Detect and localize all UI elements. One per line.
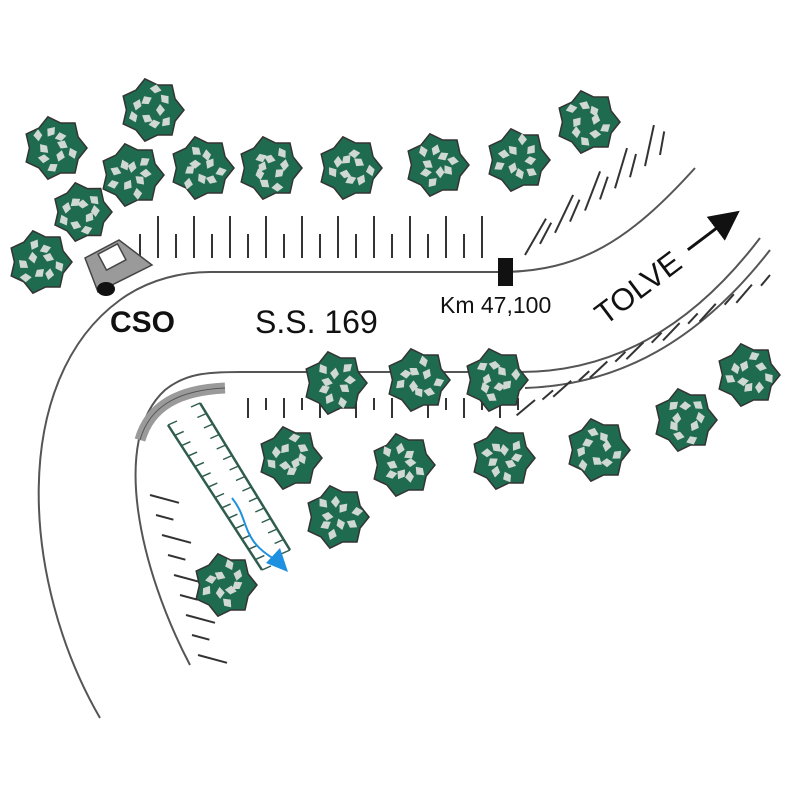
channel-tick bbox=[214, 492, 225, 499]
tree-canopy-icon bbox=[473, 425, 536, 491]
tree-canopy-icon bbox=[172, 135, 235, 201]
channel-tick bbox=[261, 517, 272, 524]
tree-canopy-icon bbox=[718, 342, 781, 408]
slope-tick bbox=[735, 283, 753, 304]
slope-tick bbox=[659, 131, 666, 156]
tree-canopy-icon bbox=[407, 132, 470, 198]
slope-tick bbox=[554, 194, 575, 234]
slope-tick bbox=[197, 654, 228, 664]
direction-indicator: TOLVE bbox=[588, 210, 740, 332]
tree-canopy-icon bbox=[54, 181, 113, 243]
channel-tick bbox=[235, 475, 246, 482]
tree-canopy-icon bbox=[240, 135, 303, 201]
slope-tick bbox=[552, 380, 572, 398]
slope-tick bbox=[179, 594, 198, 601]
channel-tick bbox=[181, 441, 191, 447]
slope-tick bbox=[614, 351, 627, 363]
tree-canopy-icon bbox=[260, 425, 323, 491]
channel-tick bbox=[207, 482, 218, 488]
channel-tick bbox=[248, 496, 259, 503]
channel-tick bbox=[229, 465, 239, 471]
tree-canopy-icon bbox=[305, 350, 368, 416]
slope-tick bbox=[155, 514, 174, 521]
slope-tick bbox=[191, 634, 210, 641]
channel-tick bbox=[274, 538, 284, 545]
tree-cluster bbox=[10, 77, 781, 618]
slope-tick bbox=[524, 218, 547, 256]
channel-tick bbox=[201, 472, 211, 478]
culvert-headwall-outline bbox=[139, 387, 226, 441]
tree-canopy-icon bbox=[568, 417, 631, 483]
slope-tick bbox=[599, 176, 609, 200]
channel-tick bbox=[194, 461, 205, 468]
channel-tick bbox=[280, 549, 291, 555]
tree-canopy-icon bbox=[122, 77, 185, 143]
road-lower-edge bbox=[134, 237, 761, 666]
channel-tick bbox=[254, 507, 265, 513]
tree-canopy-icon bbox=[373, 432, 436, 498]
slope-tick bbox=[167, 554, 186, 561]
slope-tick bbox=[723, 293, 735, 306]
channel-tick bbox=[190, 402, 201, 408]
site-label: CSO bbox=[110, 306, 175, 339]
tree-canopy-icon bbox=[488, 127, 551, 193]
tree-canopy-icon bbox=[466, 347, 529, 413]
tree-canopy-icon bbox=[320, 135, 383, 201]
tree-canopy-icon bbox=[195, 552, 258, 618]
channel-tick bbox=[197, 412, 207, 419]
slope-tick bbox=[662, 322, 681, 342]
slope-tick bbox=[185, 614, 216, 624]
channel-tick bbox=[222, 454, 233, 461]
channel-tick bbox=[254, 554, 265, 561]
channel-tick bbox=[209, 433, 220, 440]
slope-tick bbox=[629, 153, 637, 178]
road-lower-edge-inner bbox=[524, 249, 771, 389]
tree-canopy-icon bbox=[307, 484, 370, 550]
slope-tick bbox=[578, 370, 590, 382]
tree-canopy-icon bbox=[102, 142, 165, 208]
slope-tick bbox=[625, 341, 645, 360]
tree-canopy-icon bbox=[558, 89, 621, 155]
slope-tick bbox=[541, 389, 554, 401]
direction-label: TOLVE bbox=[588, 244, 688, 331]
slope-tick bbox=[650, 331, 663, 344]
channel-tick bbox=[242, 486, 252, 492]
water-flow-arrow-icon bbox=[231, 497, 288, 572]
road-label: S.S. 169 bbox=[255, 304, 378, 340]
slope-tick bbox=[614, 147, 628, 189]
tree-canopy-icon bbox=[25, 115, 88, 181]
slope-tick bbox=[515, 399, 536, 417]
channel-tick bbox=[228, 513, 238, 519]
channel-tick bbox=[261, 565, 272, 571]
slope-tick bbox=[644, 124, 655, 167]
arrow-right-icon bbox=[686, 210, 740, 252]
channel-tick bbox=[216, 444, 227, 450]
channel-tick bbox=[267, 528, 278, 534]
slope-tick bbox=[539, 222, 553, 245]
channel-tick bbox=[203, 423, 214, 429]
tree-canopy-icon bbox=[655, 387, 718, 453]
slope-tick bbox=[698, 303, 717, 323]
tree-canopy-icon bbox=[10, 229, 73, 295]
channel-tick bbox=[221, 503, 232, 509]
slope-tick bbox=[687, 312, 699, 325]
channel-tick bbox=[234, 523, 245, 530]
slope-tick bbox=[589, 360, 608, 379]
channel-tick bbox=[187, 451, 198, 457]
channel-tick bbox=[174, 430, 185, 437]
tree-canopy-icon bbox=[388, 347, 451, 413]
slope-tick bbox=[569, 199, 581, 223]
road-edges bbox=[37, 167, 771, 719]
slope-tick bbox=[149, 494, 180, 504]
kilometer-post-icon bbox=[498, 258, 513, 286]
culvert-structure-icon bbox=[84, 239, 154, 296]
channel-tick bbox=[167, 420, 178, 426]
kilometer-label: Km 47,100 bbox=[440, 292, 551, 318]
slope-tick bbox=[161, 534, 192, 544]
road-upper-edge bbox=[37, 167, 696, 719]
drainage-channel bbox=[166, 402, 292, 571]
slope-tick bbox=[584, 171, 602, 211]
slope-tick bbox=[760, 274, 771, 287]
